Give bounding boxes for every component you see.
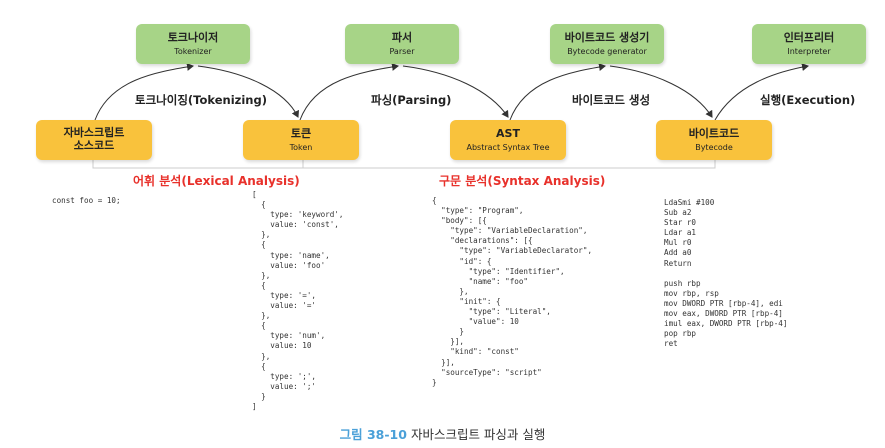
node-source-line1: 자바스크립트 — [63, 126, 125, 140]
arc-tokenizing-up — [94, 62, 194, 121]
code-bytecode: LdaSmi #100 Sub a2 Star r0 Ldar a1 Mul r… — [664, 198, 788, 349]
node-token: 토큰 Token — [243, 120, 359, 160]
node-bytecode-generator: 바이트코드 생성기 Bytecode generator — [550, 24, 664, 64]
node-bytecode-generator-sub: Bytecode generator — [567, 46, 647, 56]
edge-tokenizing: 토크나이징(Tokenizing) — [135, 93, 267, 107]
section-lexical: 어휘 분석(Lexical Analysis) — [133, 174, 300, 188]
bracket-lexical — [92, 160, 304, 169]
node-token-sub: Token — [289, 142, 313, 152]
arc-bytecode-down — [609, 65, 713, 118]
node-ast-title: AST — [496, 127, 520, 141]
node-parser: 파서 Parser — [345, 24, 459, 64]
code-source: const foo = 10; — [52, 196, 121, 205]
node-bytecode: 바이트코드 Bytecode — [656, 120, 772, 160]
node-interpreter: 인터프리터 Interpreter — [752, 24, 866, 64]
arc-tokenizing-down — [197, 65, 299, 118]
node-source-line2: 소스코드 — [73, 139, 115, 152]
node-bytecode-sub: Bytecode — [695, 142, 733, 152]
code-ast: { "type": "Program", "body": [{ "type": … — [432, 196, 593, 387]
figure-caption: 그림 38-10 자바스크립트 파싱과 실행 — [0, 424, 885, 443]
node-tokenizer-title: 토크나이저 — [167, 31, 219, 45]
node-bytecode-title: 바이트코드 — [688, 127, 740, 141]
node-parser-sub: Parser — [389, 46, 415, 56]
node-ast-sub: Abstract Syntax Tree — [466, 142, 550, 152]
edge-bytecode-gen: 바이트코드 생성 — [572, 93, 651, 107]
node-tokenizer: 토크나이저 Tokenizer — [136, 24, 250, 64]
node-tokenizer-sub: Tokenizer — [174, 46, 212, 56]
caption-text: 자바스크립트 파싱과 실행 — [410, 427, 546, 442]
node-ast: AST Abstract Syntax Tree — [450, 120, 566, 160]
arc-execution-up — [714, 63, 809, 121]
arc-bytecode-up — [509, 63, 606, 121]
node-bytecode-generator-title: 바이트코드 생성기 — [564, 31, 650, 45]
bracket-syntax — [303, 160, 716, 169]
section-syntax: 구문 분석(Syntax Analysis) — [439, 174, 606, 188]
arc-parsing-down — [402, 65, 509, 118]
node-interpreter-title: 인터프리터 — [783, 31, 835, 45]
edge-parsing: 파싱(Parsing) — [371, 93, 452, 107]
node-token-title: 토큰 — [290, 127, 312, 141]
code-tokens: [ { type: 'keyword', value: 'const', }, … — [252, 190, 344, 411]
node-interpreter-sub: Interpreter — [787, 46, 831, 56]
caption-number: 그림 38-10 — [339, 427, 407, 442]
node-parser-title: 파서 — [391, 31, 413, 45]
flow-arrows — [92, 62, 809, 169]
edge-execution: 실행(Execution) — [760, 93, 856, 107]
node-source: 자바스크립트 소스코드 — [36, 120, 152, 160]
arc-parsing-up — [299, 62, 399, 121]
